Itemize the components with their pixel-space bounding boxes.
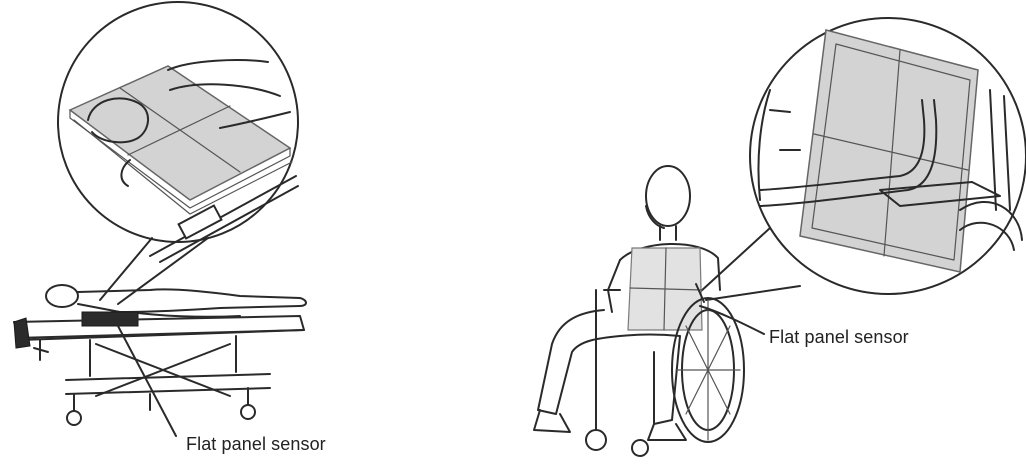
left-label-leader [118, 326, 176, 436]
left-magnifier-pointer [100, 238, 208, 304]
wheelchair-illustration [534, 18, 1026, 456]
stretcher-illustration [14, 2, 306, 436]
right-label-leader [700, 306, 764, 334]
right-sensor-label: Flat panel sensor [769, 327, 909, 348]
left-sensor-label: Flat panel sensor [186, 434, 326, 455]
seated-patient [534, 166, 720, 440]
stretcher [14, 316, 304, 425]
